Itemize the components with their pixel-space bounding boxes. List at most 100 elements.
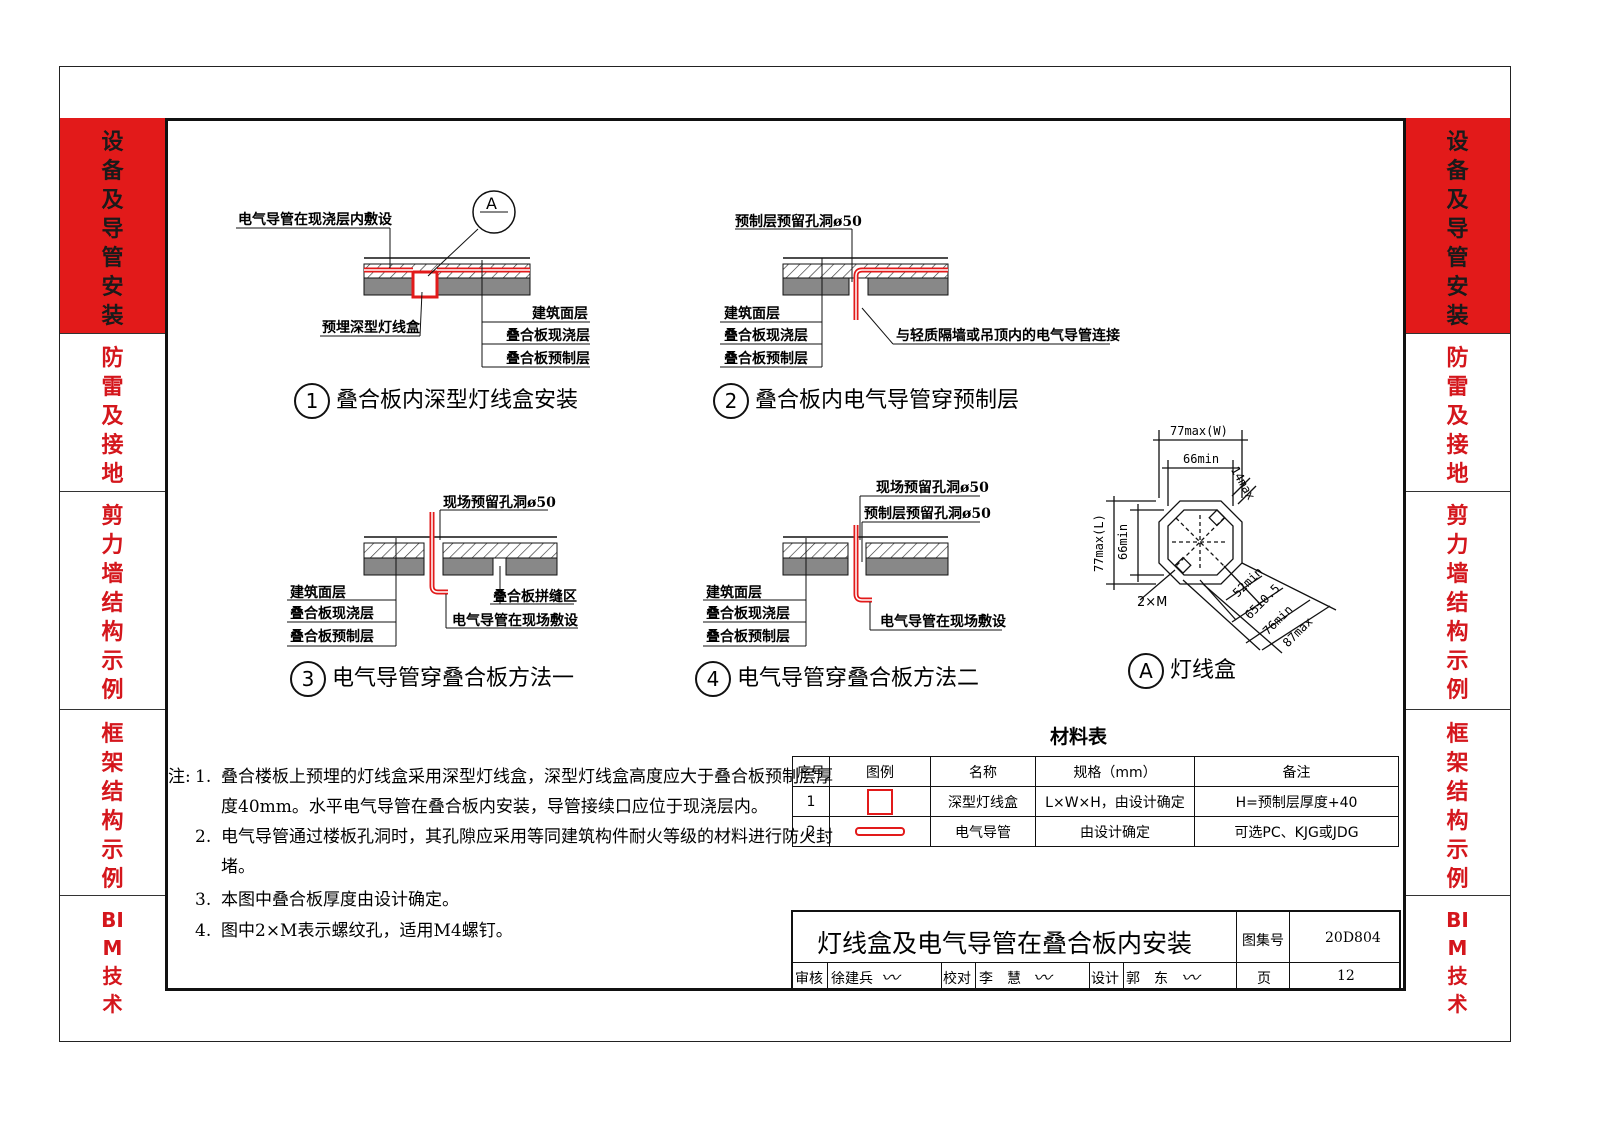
table-row: 1 深型灯线盒 L×W×H，由设计确定 H=预制层厚度+40: [792, 786, 1399, 817]
left-tab-column: 设备及导管安装 防雷及接地 剪力墙结构示例 框架结构示例 BIM技术: [60, 118, 165, 1016]
table-cell: L×W×H，由设计确定: [1035, 786, 1195, 817]
fig3-drawing: [287, 509, 578, 647]
fig3-number: 3: [290, 661, 326, 697]
title-block: 灯线盒及电气导管在叠合板内安装 图集号 20D804 审核 徐建兵 〰︎ 校对 …: [791, 910, 1401, 990]
fig1-drawing: [236, 190, 590, 368]
check-name: 李 慧: [979, 971, 1021, 987]
figA-number: A: [1128, 653, 1164, 689]
fig1-title: 叠合板内深型灯线盒安装: [336, 388, 579, 413]
tab-lightning[interactable]: 防雷及接地: [1405, 334, 1510, 492]
note-1-line-1: 叠合楼板上预埋的灯线盒采用深型灯线盒，深型灯线盒高度应大于叠合板预制层厚: [221, 767, 833, 787]
drawing-title: 灯线盒及电气导管在叠合板内安装: [817, 929, 1193, 958]
table-header: 备注: [1194, 756, 1399, 787]
fig2-layer-1: 建筑面层: [724, 306, 780, 322]
atlas-label: 图集号: [1242, 933, 1284, 949]
fig2-drawing: [720, 228, 1110, 368]
fig1-number: 1: [294, 383, 330, 419]
note-1-number: 1.: [195, 767, 212, 787]
fig4-layer-2: 叠合板现浇层: [706, 606, 790, 622]
fig2-layer-2: 叠合板现浇层: [724, 328, 808, 344]
tab-bim[interactable]: BIM技术: [60, 896, 165, 1016]
review-signature-icon: 〰︎: [881, 968, 899, 989]
fig4-label-hole-site: 现场预留孔洞ø50: [876, 480, 989, 496]
note-4-line-1: 图中2×M表示螺纹孔，适用M4螺钉。: [221, 921, 513, 941]
fig2-label-connect: 与轻质隔墙或吊顶内的电气导管连接: [896, 328, 1120, 344]
tab-label: 设备及导管安装: [1446, 130, 1469, 329]
note-4-number: 4.: [195, 921, 212, 941]
fig1-ref: A: [486, 194, 497, 213]
design-label: 设计: [1091, 971, 1119, 987]
fig3-title: 电气导管穿叠合板方法一: [332, 666, 575, 691]
table-header: 图例: [829, 756, 931, 787]
drawing-frame: [59, 66, 1511, 1042]
tab-label: 设备及导管安装: [101, 130, 124, 329]
figA-dim-wmax: 77max(W): [1170, 424, 1228, 438]
design-name: 郭 东: [1126, 971, 1168, 987]
fig3-layer-2: 叠合板现浇层: [290, 606, 374, 622]
fig1-layer-3: 叠合板预制层: [506, 351, 590, 367]
figA-drawing: [1106, 430, 1337, 654]
design-signature-icon: 〰︎: [1181, 968, 1199, 989]
note-2-number: 2.: [195, 827, 212, 847]
fig4-label-hole-precast: 预制层预留孔洞ø50: [864, 506, 991, 522]
figA-dim-wmin: 66min: [1183, 452, 1220, 466]
tab-lightning[interactable]: 防雷及接地: [60, 334, 165, 492]
fig2-title: 叠合板内电气导管穿预制层: [755, 388, 1020, 413]
fig4-layer-1: 建筑面层: [706, 585, 762, 601]
page-label: 页: [1257, 971, 1271, 987]
table-cell: H=预制层厚度+40: [1194, 786, 1399, 817]
fig2-layer-3: 叠合板预制层: [724, 351, 808, 367]
table-cell: 可选PC、KJG或JDG: [1194, 816, 1399, 847]
figA-title: 灯线盒: [1170, 658, 1237, 683]
fig1-layer-1: 建筑面层: [532, 306, 588, 322]
fig4-layer-3: 叠合板预制层: [706, 629, 790, 645]
figA-screw-label: 2×M: [1137, 595, 1168, 610]
fig4-drawing: [703, 495, 1002, 647]
tab-bim[interactable]: BIM技术: [1405, 896, 1510, 1016]
tab-shear-wall[interactable]: 剪力墙结构示例: [60, 492, 165, 710]
material-table: 序号 图例 名称 规格（mm） 备注 1 深型灯线盒 L×W×H，由设计确定 H…: [792, 756, 1399, 847]
tab-equipment[interactable]: 设备及导管安装: [60, 118, 165, 334]
fig1-label-box: 预埋深型灯线盒: [322, 320, 420, 336]
note-2-line-1: 电气导管通过楼板孔洞时，其孔隙应采用等同建筑构件耐火等级的材料进行防火封: [221, 827, 833, 847]
tab-frame[interactable]: 框架结构示例: [1405, 710, 1510, 896]
tab-frame[interactable]: 框架结构示例: [60, 710, 165, 896]
review-label: 审核: [795, 971, 823, 987]
material-table-title: 材料表: [1050, 726, 1108, 748]
atlas-number: 20D804: [1325, 930, 1381, 946]
figA-dim-lmax: 77max(L): [1092, 514, 1106, 572]
right-tab-column: 设备及导管安装 防雷及接地 剪力墙结构示例 框架结构示例 BIM技术: [1405, 118, 1510, 1016]
tab-equipment[interactable]: 设备及导管安装: [1405, 118, 1510, 334]
fig3-label-seam: 叠合板拼缝区: [493, 589, 577, 605]
note-3-number: 3.: [195, 890, 212, 910]
tab-label: 防雷及接地: [1446, 346, 1469, 487]
tab-shear-wall[interactable]: 剪力墙结构示例: [1405, 492, 1510, 710]
tab-label: BIM技术: [1446, 908, 1469, 1016]
fig3-layer-3: 叠合板预制层: [290, 629, 374, 645]
legend-conduit-icon: [829, 816, 931, 847]
table-header-row: 序号 图例 名称 规格（mm） 备注: [792, 756, 1399, 787]
fig4-number: 4: [695, 661, 731, 697]
tab-label: 剪力墙结构示例: [101, 504, 124, 703]
review-name: 徐建兵: [831, 971, 873, 987]
table-cell: 由设计确定: [1035, 816, 1195, 847]
table-header: 名称: [930, 756, 1036, 787]
fig3-label-hole: 现场预留孔洞ø50: [443, 495, 556, 511]
figA-dim-lmin: 66min: [1116, 523, 1130, 560]
notes-prefix: 注:: [168, 767, 191, 787]
tab-label: 防雷及接地: [101, 346, 124, 487]
fig2-label-hole: 预制层预留孔洞ø50: [735, 214, 862, 230]
fig3-layer-1: 建筑面层: [290, 585, 346, 601]
note-3-line-1: 本图中叠合板厚度由设计确定。: [221, 890, 459, 910]
note-1-line-2: 度40mm。水平电气导管在叠合板内安装，导管接续口应位于现浇层内。: [221, 797, 768, 817]
check-label: 校对: [943, 971, 971, 987]
fig1-layer-2: 叠合板现浇层: [506, 328, 590, 344]
drawing-area: [165, 118, 1406, 991]
table-header: 规格（mm）: [1035, 756, 1195, 787]
tab-label: 剪力墙结构示例: [1446, 504, 1469, 703]
